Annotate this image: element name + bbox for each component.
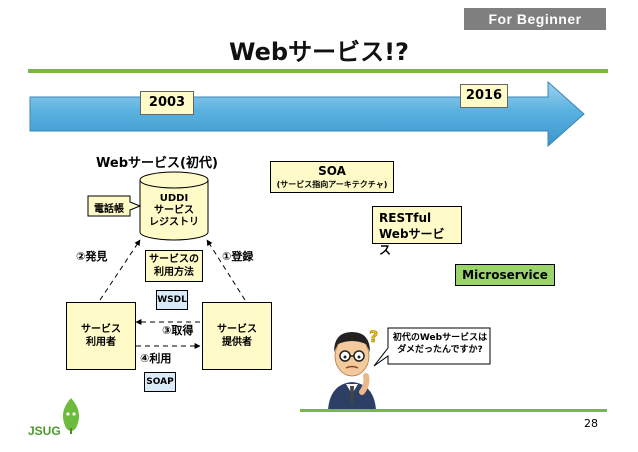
microservice-box: Microservice bbox=[455, 264, 555, 286]
step-discover: ②発見 bbox=[76, 250, 108, 263]
registry-label: UDDI サービス レジストリ bbox=[140, 193, 208, 229]
phonebook-label: 電話帳 bbox=[94, 204, 124, 215]
registry-line2: サービス bbox=[154, 205, 194, 216]
svg-text:?: ? bbox=[369, 327, 378, 346]
discover-arrow bbox=[99, 239, 141, 301]
title-underline bbox=[28, 69, 608, 73]
jsug-logo-text: JSUG bbox=[28, 424, 61, 438]
service-provider-box: サービス 提供者 bbox=[202, 302, 272, 370]
page-number: 28 bbox=[584, 417, 598, 430]
consumer-line2: 利用者 bbox=[86, 337, 116, 348]
restful-line1: RESTful bbox=[379, 211, 432, 225]
soa-box: SOA (サービス指向アーキテクチャ) bbox=[270, 161, 394, 193]
usage-note-line2: 利用方法 bbox=[154, 267, 194, 278]
year-2016-label: 2016 bbox=[460, 84, 508, 108]
provider-line2: 提供者 bbox=[222, 337, 252, 348]
page-title: Webサービス!? bbox=[229, 38, 409, 66]
year-2003-label: 2003 bbox=[140, 91, 194, 115]
usage-note-line1: サービスの bbox=[149, 254, 199, 265]
phonebook-callout-shape bbox=[87, 195, 142, 217]
speech-line1: 初代のWebサービスは bbox=[392, 333, 488, 343]
step-register: ①登録 bbox=[222, 250, 254, 263]
register-arrow bbox=[206, 239, 246, 301]
registry-cylinder bbox=[139, 171, 209, 241]
restful-box: RESTful Webサービス bbox=[372, 206, 462, 257]
consumer-line1: サービス bbox=[81, 324, 121, 335]
jsug-leaf-icon bbox=[62, 398, 80, 434]
questioning-man-illustration: ? bbox=[328, 327, 379, 410]
usage-note: サービスの 利用方法 bbox=[145, 250, 203, 282]
speech-bubble-text: 初代のWebサービスは ダメだったんですか? bbox=[390, 332, 490, 356]
registry-line1: UDDI bbox=[159, 193, 189, 204]
soa-sublabel: (サービス指向アーキテクチャ) bbox=[276, 180, 388, 189]
footer-line bbox=[300, 409, 607, 412]
restful-line2: Webサービス bbox=[379, 227, 445, 257]
diagram-title: Webサービス(初代) bbox=[96, 156, 218, 171]
soa-label: SOA bbox=[318, 164, 346, 178]
speech-bubble-shape bbox=[373, 327, 491, 367]
for-beginner-badge: For Beginner bbox=[464, 8, 606, 30]
wsdl-document: WSDL bbox=[156, 290, 188, 310]
registry-line3: レジストリ bbox=[149, 217, 199, 228]
provider-line1: サービス bbox=[217, 324, 257, 335]
service-consumer-box: サービス 利用者 bbox=[66, 302, 136, 370]
step-fetch: ③取得 bbox=[162, 324, 194, 337]
speech-line2: ダメだったんですか? bbox=[397, 345, 483, 355]
step-use: ④利用 bbox=[140, 352, 172, 365]
soap-document: SOAP bbox=[144, 372, 176, 392]
